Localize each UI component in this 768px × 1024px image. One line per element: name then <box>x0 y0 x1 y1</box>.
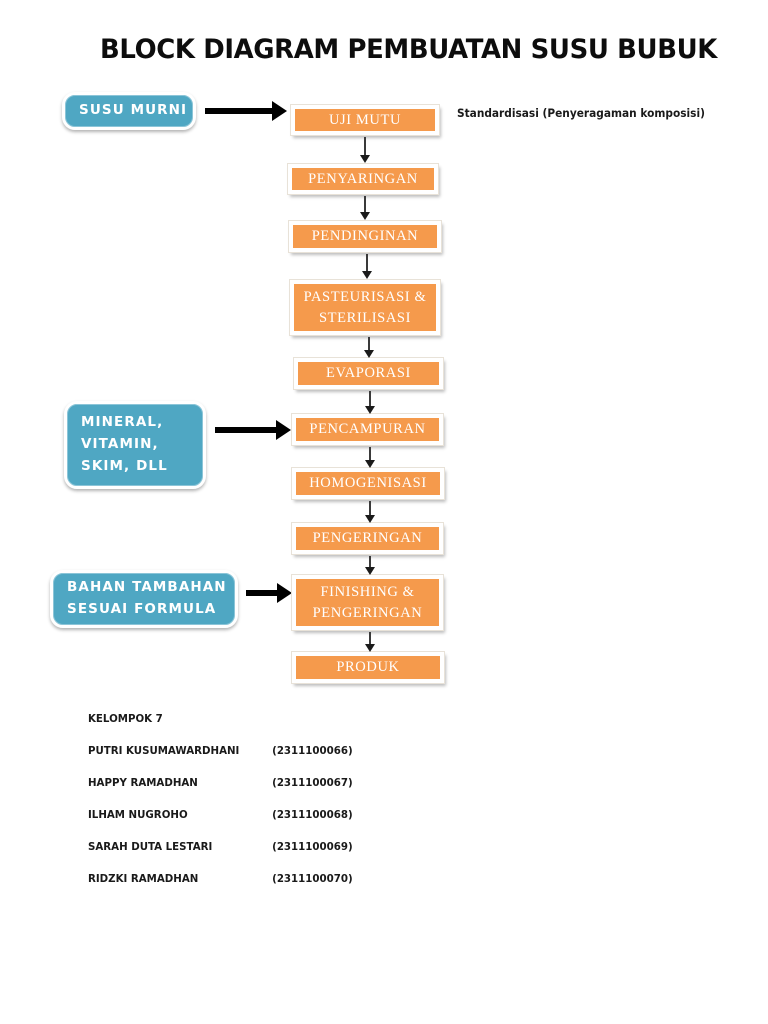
credits-row: HAPPY RAMADHAN (2311100067) <box>88 776 353 789</box>
process-label: STERILISASI <box>319 309 411 326</box>
arrow-head <box>277 583 292 603</box>
process-label: PENGERINGAN <box>312 530 423 547</box>
connector-head <box>365 567 375 575</box>
connector-shaft <box>365 254 369 271</box>
input-line: MINERAL, <box>81 414 164 431</box>
connector-shaft <box>368 556 372 567</box>
connector-shaft <box>368 391 372 406</box>
connector-homogenisasi-to-pengeringan <box>363 501 377 523</box>
member-nrp: (2311100070) <box>272 872 353 885</box>
connector-head <box>360 155 370 163</box>
member-name: HAPPY RAMADHAN <box>88 776 198 789</box>
process-box-uji-mutu: UJI MUTU <box>290 104 440 136</box>
arrow-head <box>272 101 287 121</box>
process-box-pencampuran: PENCAMPURAN <box>291 413 444 446</box>
arrow-head <box>276 420 291 440</box>
connector-shaft <box>368 501 372 515</box>
process-box-homogenisasi: HOMOGENISASI <box>291 467 445 500</box>
connector-head <box>362 271 372 279</box>
process-box-produk: PRODUK <box>291 651 445 684</box>
process-label: PENDINGINAN <box>311 228 419 245</box>
arrow-mineral-to-pencampuran <box>215 420 291 440</box>
arrow-shaft <box>246 590 277 596</box>
annotation-standardisasi: Standardisasi (Penyeragaman komposisi) <box>457 106 705 120</box>
process-box-pendinginan: PENDINGINAN <box>288 220 442 253</box>
connector-uji-mutu-to-penyaringan <box>358 137 372 163</box>
process-label: PRODUK <box>336 659 400 676</box>
member-nrp: (2311100066) <box>272 744 353 757</box>
credits-row: RIDZKI RAMADHAN (2311100070) <box>88 872 353 885</box>
process-box-pengeringan: PENGERINGAN <box>291 522 444 555</box>
input-box-mineral-vitamin: MINERAL, VITAMIN, SKIM, DLL <box>64 401 206 489</box>
connector-pendinginan-to-pasteurisasi <box>360 254 374 279</box>
arrow-susu-murni-to-uji-mutu <box>205 101 287 121</box>
arrow-bahan-to-finishing <box>246 583 292 603</box>
credits-group-label: KELOMPOK 7 <box>88 712 163 725</box>
connector-head <box>365 460 375 468</box>
process-box-penyaringan: PENYARINGAN <box>287 163 439 195</box>
member-nrp: (2311100069) <box>272 840 353 853</box>
process-box-finishing-pengeringan: FINISHING & PENGERINGAN <box>291 574 444 631</box>
member-name: PUTRI KUSUMAWARDHANI <box>88 744 240 757</box>
member-name: SARAH DUTA LESTARI <box>88 840 213 853</box>
credits-row: PUTRI KUSUMAWARDHANI (2311100066) <box>88 744 353 757</box>
input-line: BAHAN TAMBAHAN <box>67 579 227 596</box>
member-nrp: (2311100068) <box>272 808 353 821</box>
input-line: SUSU MURNI <box>79 102 188 119</box>
connector-head <box>365 406 375 414</box>
connector-head <box>365 644 375 652</box>
member-nrp: (2311100067) <box>272 776 353 789</box>
connector-shaft <box>367 337 371 350</box>
connector-shaft <box>368 632 372 644</box>
credits-row: SARAH DUTA LESTARI (2311100069) <box>88 840 353 853</box>
input-box-bahan-tambahan: BAHAN TAMBAHAN SESUAI FORMULA <box>50 570 238 628</box>
process-label: HOMOGENISASI <box>309 475 427 492</box>
connector-head <box>364 350 374 358</box>
process-box-pasteurisasi-sterilisasi: PASTEURISASI & STERILISASI <box>289 279 441 336</box>
process-label: EVAPORASI <box>326 365 411 382</box>
process-label: UJI MUTU <box>328 111 402 128</box>
process-label: PENGERINGAN <box>312 604 423 621</box>
input-line: VITAMIN, <box>81 436 159 453</box>
input-line: SESUAI FORMULA <box>67 601 217 617</box>
connector-penyaringan-to-pendinginan <box>358 196 372 220</box>
process-box-evaporasi: EVAPORASI <box>293 357 444 390</box>
member-name: RIDZKI RAMADHAN <box>88 872 199 885</box>
connector-head <box>360 212 370 220</box>
connector-shaft <box>363 196 367 212</box>
credits-block: KELOMPOK 7 PUTRI KUSUMAWARDHANI (2311100… <box>88 712 373 904</box>
process-label: PENYARINGAN <box>308 170 418 187</box>
connector-pencampuran-to-homogenisasi <box>363 447 377 468</box>
member-name: ILHAM NUGROHO <box>88 808 188 821</box>
credits-row: ILHAM NUGROHO (2311100068) <box>88 808 353 821</box>
input-box-susu-murni: SUSU MURNI <box>62 92 196 130</box>
arrow-shaft <box>215 427 276 433</box>
input-line: SKIM, DLL <box>81 457 168 474</box>
page-title: BLOCK DIAGRAM PEMBUATAN SUSU BUBUK <box>100 34 717 65</box>
process-label: FINISHING & <box>320 583 415 600</box>
arrow-shaft <box>205 108 272 114</box>
connector-finishing-to-produk <box>363 632 377 652</box>
connector-head <box>365 515 375 523</box>
connector-evaporasi-to-pencampuran <box>363 391 377 414</box>
connector-pengeringan-to-finishing <box>363 556 377 575</box>
connector-shaft <box>368 447 372 460</box>
connector-pasteurisasi-to-evaporasi <box>362 337 376 358</box>
process-label: PASTEURISASI & <box>303 288 427 305</box>
connector-shaft <box>363 137 367 155</box>
process-label: PENCAMPURAN <box>309 421 426 438</box>
